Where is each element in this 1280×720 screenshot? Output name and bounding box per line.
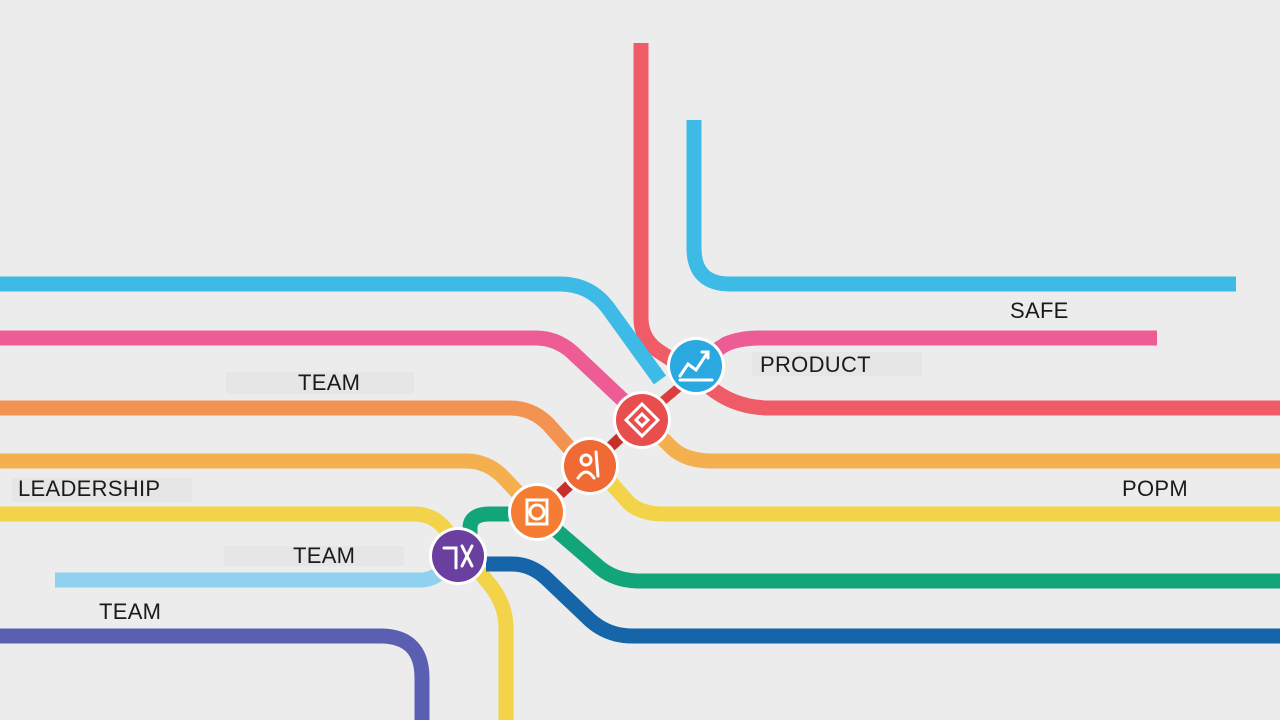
label-popm: POPM bbox=[1122, 476, 1188, 501]
line-orange-light-right bbox=[638, 414, 1280, 469]
station-red-diamond[interactable] bbox=[613, 391, 671, 449]
line-orange-light bbox=[0, 453, 542, 518]
line-orange bbox=[0, 400, 586, 465]
line-yellow-right bbox=[590, 461, 1280, 522]
team-icon bbox=[442, 544, 474, 570]
line-cyan-left bbox=[0, 276, 667, 385]
station-purple[interactable] bbox=[429, 527, 487, 585]
diamond-icon bbox=[623, 401, 661, 439]
line-navy bbox=[486, 556, 1280, 644]
station-product[interactable] bbox=[667, 337, 725, 395]
line-green bbox=[462, 506, 1280, 589]
chart-icon bbox=[678, 350, 714, 382]
label-product: PRODUCT bbox=[760, 352, 871, 377]
label-team-top: TEAM bbox=[298, 370, 361, 395]
line-yellow bbox=[0, 506, 514, 720]
line-pink bbox=[0, 330, 648, 424]
label-safe: SAFE bbox=[1010, 298, 1069, 323]
label-backdrop bbox=[12, 478, 192, 502]
line-light-blue bbox=[55, 561, 453, 588]
label-backdrop bbox=[224, 546, 404, 566]
label-backdrop bbox=[752, 352, 922, 376]
line-red bbox=[633, 43, 1280, 416]
label-backdrop bbox=[226, 372, 414, 394]
station-orange-a[interactable] bbox=[561, 437, 619, 495]
station-orange-b[interactable] bbox=[508, 483, 566, 541]
people-icon bbox=[576, 450, 600, 480]
line-cyan-top bbox=[686, 120, 1236, 292]
label-team-bottom: TEAM bbox=[99, 599, 162, 624]
line-pink-right bbox=[693, 330, 1157, 369]
label-team-mid: TEAM bbox=[293, 543, 356, 568]
line-indigo bbox=[0, 628, 430, 720]
gear-icon bbox=[525, 498, 549, 526]
label-leadership: LEADERSHIP bbox=[18, 476, 161, 501]
